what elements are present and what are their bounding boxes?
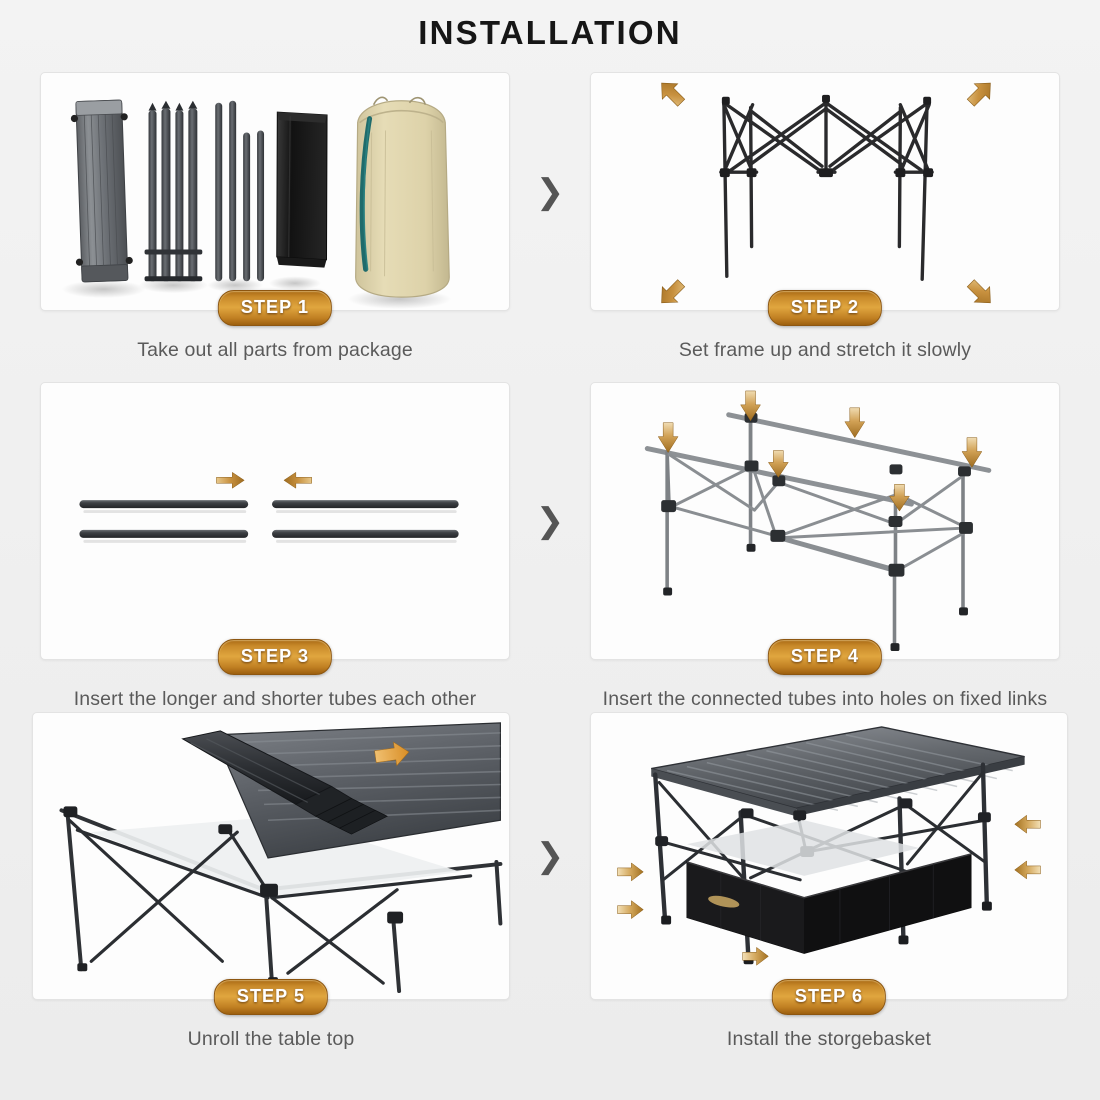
- step-cell-2: STEP 2 Set frame up and stretch it slowl…: [590, 72, 1060, 362]
- step-caption-1: Take out all parts from package: [137, 339, 413, 361]
- step-caption-4: Insert the connected tubes into holes on…: [602, 688, 1048, 710]
- illustration-unrolling-tabletop: [33, 713, 509, 999]
- page-title-bar: INSTALLATION: [0, 0, 1100, 52]
- illustration-table-with-storage-basket: [591, 713, 1067, 999]
- step-badge-3: STEP 3: [217, 639, 333, 675]
- steps-grid: STEP 1 Take out all parts from package ❯: [0, 72, 1100, 1057]
- step-cell-6: STEP 6 Install the storgebasket: [590, 712, 1068, 1051]
- step-caption-2: Set frame up and stretch it slowly: [678, 339, 972, 361]
- step-badge-4: STEP 4: [767, 639, 883, 675]
- step-panel-5: STEP 5: [32, 712, 510, 1015]
- step-panel-4: STEP 4: [590, 382, 1060, 675]
- chevron-right-icon: ❯: [535, 171, 565, 212]
- arrow-marker: [661, 82, 686, 107]
- step-caption-6: Install the storgebasket: [726, 1028, 932, 1050]
- step-cell-5: STEP 5 Unroll the table top: [32, 712, 510, 1051]
- illustration-parts-laid-out: [41, 73, 509, 310]
- step-separator-1: ❯: [510, 72, 590, 311]
- illustration-assembled-frame-3d: [591, 383, 1059, 659]
- page-title: INSTALLATION: [418, 14, 682, 51]
- arrow-marker: [374, 741, 410, 767]
- step-badge-5: STEP 5: [213, 979, 329, 1015]
- arrow-marker-group: [617, 814, 1041, 966]
- step-caption-3: Insert the longer and shorter tubes each…: [73, 688, 477, 710]
- step-row-2: STEP 3 Insert the longer and shorter tub…: [0, 382, 1100, 712]
- step-caption-5: Unroll the table top: [187, 1028, 355, 1050]
- chevron-right-icon: ❯: [535, 501, 565, 541]
- step-cell-1: STEP 1 Take out all parts from package: [40, 72, 510, 362]
- step-badge-6: STEP 6: [771, 979, 887, 1015]
- step-panel-2: STEP 2: [590, 72, 1060, 326]
- step-row-1: STEP 1 Take out all parts from package ❯: [0, 72, 1100, 382]
- chevron-right-icon: ❯: [535, 836, 565, 876]
- step-cell-4: STEP 4 Insert the connected tubes into h…: [590, 382, 1060, 711]
- step-badge-2: STEP 2: [767, 290, 883, 326]
- step-cell-3: STEP 3 Insert the longer and shorter tub…: [40, 382, 510, 711]
- step-separator-2: ❯: [510, 382, 590, 660]
- step-panel-1: STEP 1: [40, 72, 510, 326]
- step-badge-1: STEP 1: [217, 290, 333, 326]
- illustration-scissor-frame-stretch: [591, 73, 1059, 310]
- arrow-marker: [216, 471, 245, 489]
- step-panel-6: STEP 6: [590, 712, 1068, 1015]
- illustration-four-tubes: [41, 383, 509, 659]
- step-row-3: STEP 5 Unroll the table top ❯: [0, 712, 1100, 1057]
- step-panel-3: STEP 3: [40, 382, 510, 675]
- step-separator-3: ❯: [510, 712, 590, 1000]
- arrow-marker-group: [657, 390, 983, 512]
